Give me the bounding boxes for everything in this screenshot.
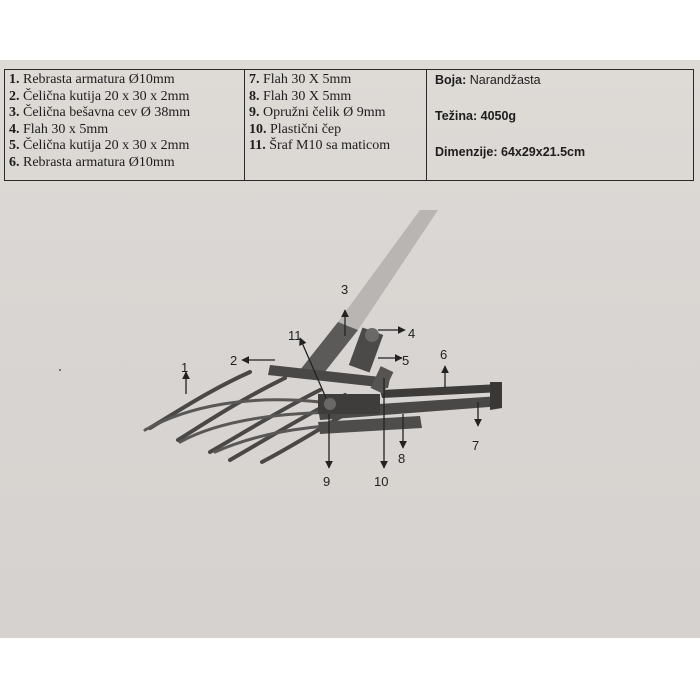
rear-crossbar	[318, 416, 422, 434]
callout-7: 7	[472, 438, 479, 453]
part-row: 1. Rebrasta armatura Ø10mm	[9, 72, 175, 87]
dimensions-info: Dimenzije: 64x29x21.5cm	[435, 145, 586, 159]
callout-arrows	[182, 309, 482, 469]
callout-3: 3	[341, 282, 348, 297]
spec-table: 1. Rebrasta armatura Ø10mm 2. Čelična ku…	[4, 69, 694, 181]
product-info-column: Boja: Narandžasta Težina: 4050g Dimenzij…	[427, 70, 693, 180]
rear-frame-top	[380, 384, 502, 398]
socket-ring	[365, 328, 379, 342]
handle-tube	[338, 210, 438, 330]
fork-diagram: 1 2 3 4 5 6 7 8 9 10 11	[59, 210, 502, 489]
handle-tube-lower	[300, 322, 358, 378]
part-row: 6. Rebrasta armatura Ø10mm	[9, 154, 175, 170]
callout-10: 10	[374, 474, 388, 489]
part-row: 11. Šraf M10 sa maticom	[249, 138, 391, 153]
part-row: 4. Flah 30 x 5mm	[9, 121, 109, 137]
weight-info: Težina: 4050g	[435, 109, 517, 123]
callout-9: 9	[323, 474, 330, 489]
scanned-sheet: 1. Rebrasta armatura Ø10mm 2. Čelična ku…	[0, 60, 700, 638]
part-row: 7. Flah 30 X 5mm	[249, 72, 352, 87]
callout-1: 1	[181, 360, 188, 375]
plastic-cap	[370, 366, 394, 394]
color-info: Boja: Narandžasta	[435, 73, 541, 87]
part-row: 2. Čelična kutija 20 x 30 x 2mm	[9, 88, 190, 104]
part-row: 5. Čelična kutija 20 x 30 x 2mm	[9, 138, 190, 153]
parts-column-middle: 7. Flah 30 X 5mm 8. Flah 30 X 5mm 9. Opr…	[245, 70, 427, 180]
clamp-block	[318, 394, 380, 414]
speck	[59, 369, 61, 371]
callout-6: 6	[440, 347, 447, 362]
part-row: 8. Flah 30 X 5mm	[249, 88, 352, 104]
rear-frame-side	[490, 382, 502, 410]
callout-4: 4	[408, 326, 415, 341]
callout-11: 11	[288, 328, 302, 343]
part-row: 3. Čelična bešavna cev Ø 38mm	[9, 105, 191, 120]
callout-2: 2	[230, 353, 237, 368]
parts-column-left: 1. Rebrasta armatura Ø10mm 2. Čelična ku…	[5, 70, 245, 180]
part-row: 10. Plastični čep	[249, 121, 342, 137]
part-row: 9. Opružni čelik Ø 9mm	[249, 105, 386, 120]
crossbar	[268, 365, 390, 388]
callout-8: 8	[398, 451, 405, 466]
callout-5: 5	[402, 353, 409, 368]
bolt-head	[324, 398, 336, 410]
